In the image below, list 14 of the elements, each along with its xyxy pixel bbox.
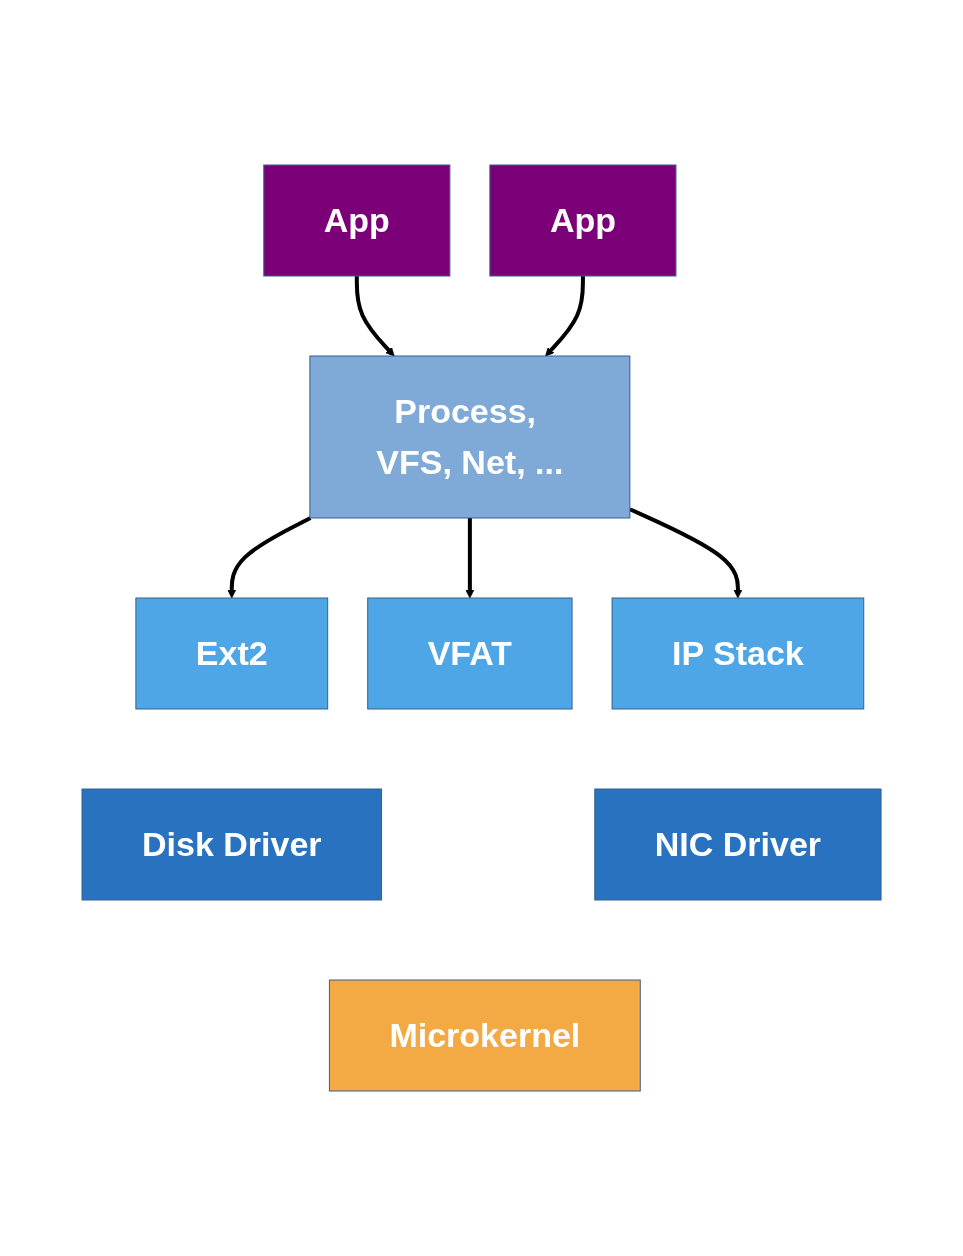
arrow bbox=[545, 276, 585, 357]
arrow bbox=[629, 507, 743, 599]
node-box: VFAT bbox=[367, 597, 573, 710]
node-box: Disk Driver bbox=[81, 788, 382, 901]
arrow bbox=[227, 516, 312, 599]
node-box: NIC Driver bbox=[594, 788, 882, 901]
node-box: App bbox=[263, 164, 451, 277]
arrow bbox=[465, 518, 475, 599]
node-box: IP Stack bbox=[611, 597, 865, 710]
node-box: App bbox=[489, 164, 677, 277]
node-box: Ext2 bbox=[135, 597, 329, 710]
arrow bbox=[354, 276, 395, 357]
node-box: Process, VFS, Net, ... bbox=[309, 355, 631, 519]
node-box: Microkernel bbox=[328, 979, 641, 1092]
